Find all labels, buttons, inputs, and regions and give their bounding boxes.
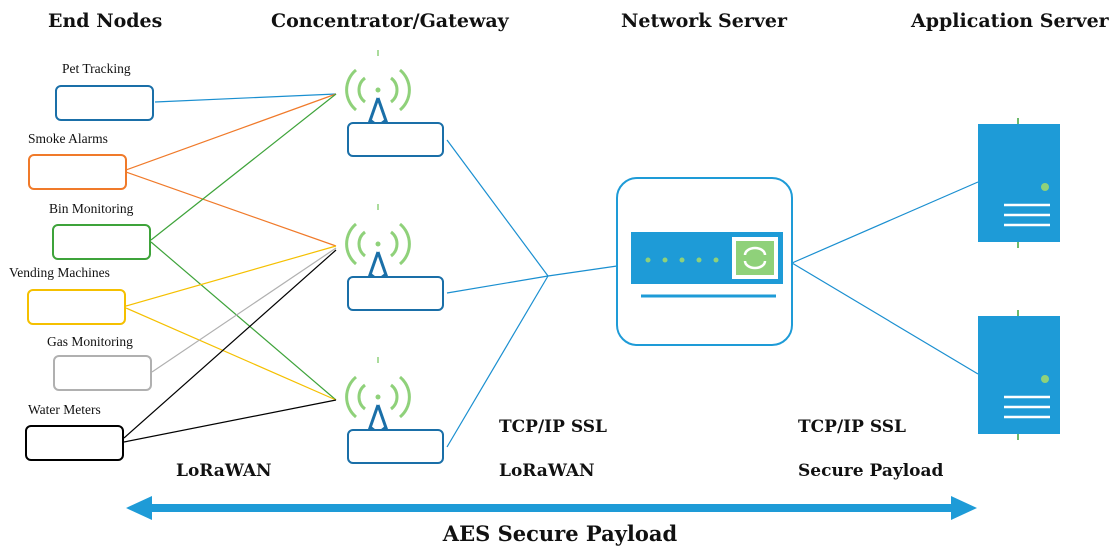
link-water-gw2: [123, 249, 337, 439]
gateway-links: [446, 139, 979, 448]
link-ns-app1: [791, 181, 979, 264]
end-node-water-meters: [25, 425, 124, 461]
end-node-label: Smoke Alarms: [28, 131, 108, 146]
end-node-links: [123, 93, 337, 443]
link-ns-app2: [791, 262, 979, 375]
header-network-server: Network Server: [621, 10, 788, 32]
protocol-lorawan-left: LoRaWAN: [176, 461, 272, 481]
link-vending-gw3: [125, 307, 337, 401]
end-node-bin-monitoring: [52, 224, 151, 260]
gateway-tower-icon: [345, 50, 411, 139]
application-server-icon: [978, 310, 1060, 440]
application-server-icon: [978, 118, 1060, 248]
protocol-tcpip-mid: TCP/IP SSL: [499, 417, 607, 437]
end-node-label: Bin Monitoring: [49, 201, 134, 216]
gateway-box: [347, 429, 444, 464]
footer-title: AES Secure Payload: [442, 521, 678, 546]
double-arrow-icon: [126, 496, 977, 520]
link-pet-gw1: [154, 93, 337, 103]
gateway-box: [347, 122, 444, 157]
link-smoke-gw2: [125, 171, 337, 247]
end-node-pet-tracking: [55, 85, 154, 121]
end-node-label: Pet Tracking: [62, 61, 131, 76]
end-node-smoke-alarms: [28, 154, 127, 190]
link-gas-gw2: [151, 247, 337, 373]
link-hub-ns: [547, 265, 618, 277]
link-vending-gw2: [125, 245, 337, 307]
header-gateway: Concentrator/Gateway: [271, 10, 509, 32]
header-end-nodes: End Nodes: [48, 10, 163, 32]
link-water-gw3: [123, 399, 337, 443]
link-gw2-ns: [446, 275, 549, 294]
protocol-lorawan-mid: LoRaWAN: [499, 461, 595, 481]
end-node-label: Vending Machines: [9, 265, 110, 280]
protocol-tcpip-right: TCP/IP SSL: [798, 417, 906, 437]
link-bin-gw1: [150, 93, 337, 241]
end-node-vending-machines: [27, 289, 126, 325]
end-node-label: Gas Monitoring: [47, 334, 133, 349]
protocol-secure-payload: Secure Payload: [798, 461, 944, 481]
link-bin-gw3: [150, 241, 337, 401]
end-node-label: Water Meters: [28, 402, 101, 417]
header-application-server: Application Server: [911, 10, 1109, 32]
gateway-box: [347, 276, 444, 311]
link-smoke-gw1: [125, 93, 337, 171]
link-gw3-ns: [446, 275, 549, 448]
link-gw1-ns: [446, 139, 549, 277]
network-server-icon: [616, 177, 793, 346]
end-node-gas-monitoring: [53, 355, 152, 391]
